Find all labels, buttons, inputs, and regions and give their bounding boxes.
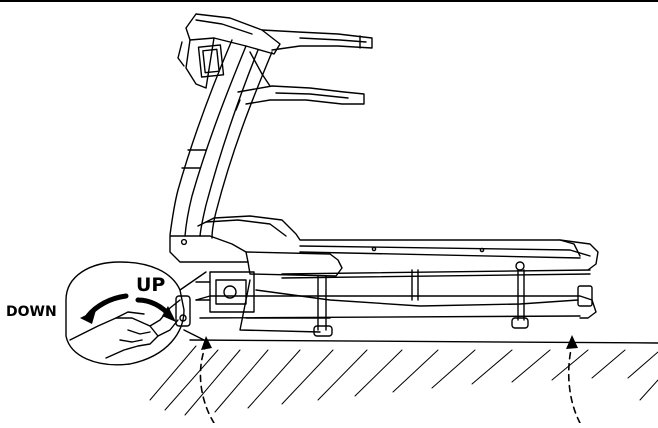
upright-frame — [169, 39, 273, 239]
lift-motor — [195, 271, 255, 313]
detail-callout — [65, 261, 207, 366]
frame-base — [195, 261, 597, 337]
handlebar-lower — [235, 85, 365, 111]
down-label: DOWN — [6, 304, 57, 320]
dashed-lift-arrow-icon — [199, 344, 581, 424]
floor-hatch — [149, 339, 658, 416]
console — [177, 13, 281, 89]
handlebar-upper — [249, 29, 373, 87]
hand-icon — [69, 295, 191, 359]
up-label: UP — [136, 274, 166, 296]
deck — [169, 215, 599, 279]
